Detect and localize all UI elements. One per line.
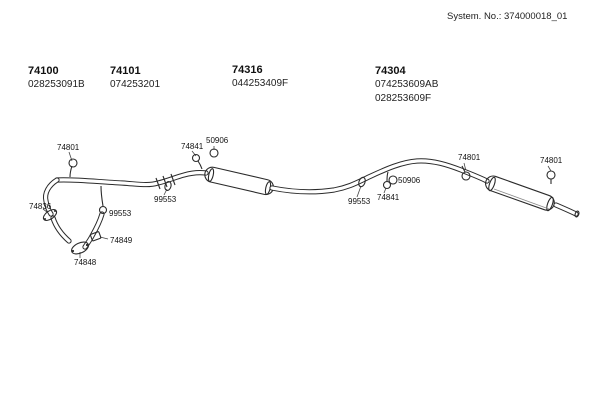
part-number: 74304 — [375, 65, 406, 77]
ring-50906-front-icon — [209, 148, 219, 158]
callout-74848: 74848 — [74, 258, 97, 267]
part-code: 074253609AB — [375, 79, 439, 90]
callout-50906-front: 50906 — [206, 136, 229, 145]
callout-74801-front: 74801 — [57, 143, 80, 152]
hanger-74801-rear-icon — [546, 170, 556, 184]
flange-74836 — [42, 209, 58, 221]
rear-muffler — [485, 175, 555, 212]
hanger-74801-front-icon — [68, 158, 78, 178]
hanger-74801-mid-rear-icon — [461, 165, 471, 181]
part-code: 074253201 — [110, 79, 161, 90]
hanger-ring-99553-icon — [98, 205, 108, 215]
callout-99553-front: 99553 — [154, 195, 177, 204]
downpipe-assembly — [42, 177, 105, 250]
callout-99553-left: 99553 — [109, 209, 132, 218]
ring-50906-rear-icon — [388, 175, 398, 185]
part-group-74316: 74316 044253409F — [232, 63, 288, 91]
mount-74841-front-icon — [191, 153, 203, 170]
callout-99553-rear: 99553 — [348, 197, 371, 206]
part-number: 74101 — [110, 65, 141, 77]
part-code: 028253609F — [375, 93, 432, 104]
part-number: 74316 — [232, 64, 263, 76]
callout-74801-rear: 74801 — [540, 156, 563, 165]
callout-74849: 74849 — [110, 236, 133, 245]
clamp-99553-rear-icon — [358, 176, 366, 188]
callout-74841-front: 74841 — [181, 142, 204, 151]
tailpipe — [553, 202, 580, 218]
part-code: 044253409F — [232, 78, 289, 89]
callout-50906-rear: 50906 — [398, 176, 421, 185]
center-muffler — [204, 166, 274, 196]
clamp-99553-front — [155, 173, 176, 191]
intermediate-pipe — [269, 158, 490, 195]
part-code: 028253091B — [28, 79, 85, 90]
part-group-74100: 74100 028253091B — [28, 64, 85, 92]
flange-74848 — [71, 241, 89, 255]
bracket-74849 — [89, 231, 102, 242]
front-pipe — [54, 170, 209, 188]
callout-74836: 74836 — [29, 202, 52, 211]
callout-74841-rear: 74841 — [377, 193, 400, 202]
part-group-74101: 74101 074253201 — [110, 64, 160, 92]
part-number: 74100 — [28, 65, 59, 77]
part-group-74304: 74304 074253609AB 028253609F — [375, 64, 438, 106]
mount-74841-rear-icon — [382, 171, 392, 190]
system-number: System. No.: 374000018_01 — [447, 11, 568, 22]
callout-74801-mid-rear: 74801 — [458, 153, 481, 162]
